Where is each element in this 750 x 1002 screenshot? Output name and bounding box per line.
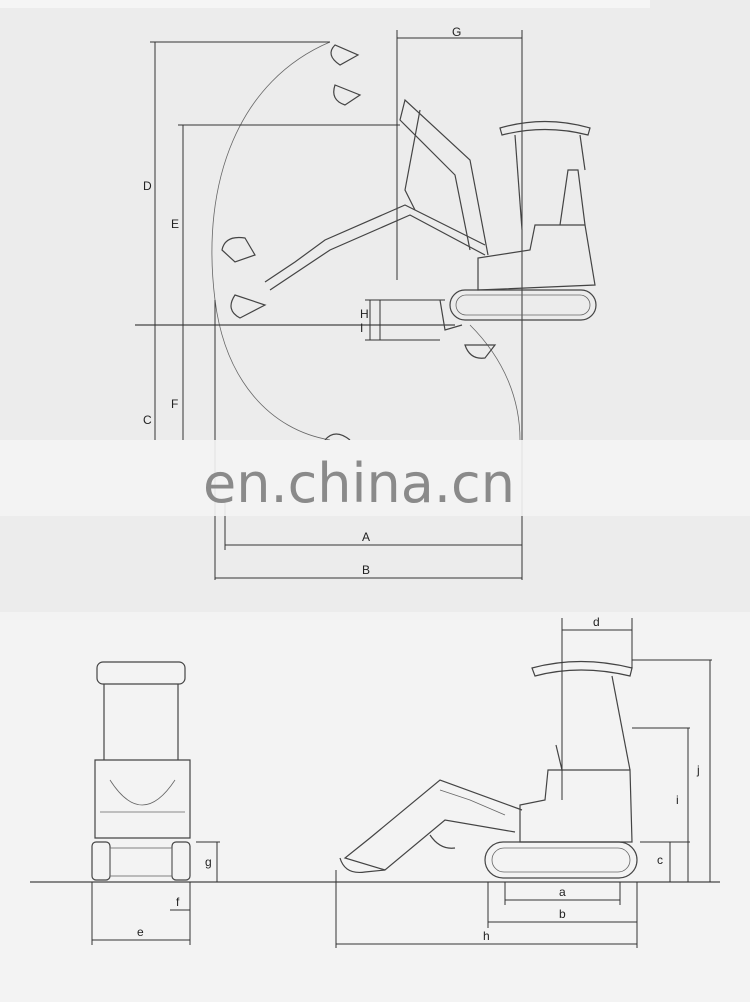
track-upper	[449, 289, 597, 321]
label-C: C	[143, 413, 152, 427]
upper-body	[477, 224, 596, 291]
label-A: A	[362, 530, 370, 544]
bucket-4	[464, 344, 497, 359]
label-j: j	[696, 763, 700, 777]
side-body	[519, 769, 633, 843]
front-body	[94, 759, 191, 839]
boom-high	[399, 98, 489, 256]
front-canopy	[96, 661, 186, 685]
label-d: d	[593, 615, 600, 629]
side-canopy	[531, 660, 633, 677]
label-E: E	[171, 217, 179, 231]
boom-low	[269, 214, 486, 291]
label-B: B	[362, 563, 370, 577]
label-h: h	[483, 929, 490, 943]
label-c: c	[657, 853, 663, 867]
label-e: e	[137, 925, 144, 939]
label-F: F	[171, 397, 178, 411]
lower-panel	[0, 612, 750, 1002]
label-G: G	[452, 25, 461, 39]
bucket-2	[221, 236, 256, 263]
bucket-1	[230, 294, 267, 319]
label-D: D	[143, 179, 152, 193]
side-boom	[343, 779, 523, 871]
watermark-text: en.china.cn	[203, 452, 515, 515]
canopy-roof	[499, 120, 591, 136]
bucket-3	[330, 44, 360, 66]
label-b: b	[559, 907, 566, 921]
label-H: H	[360, 307, 369, 321]
dig-arc	[469, 324, 521, 441]
label-f: f	[176, 895, 180, 909]
reach-arc	[211, 41, 331, 441]
watermark-band	[0, 440, 750, 516]
label-a: a	[559, 885, 566, 899]
front-view-drawing: e f g	[30, 661, 720, 945]
side-view-drawing: d j i c a b h	[335, 615, 712, 948]
label-I: I	[360, 321, 363, 335]
side-bucket	[339, 857, 386, 874]
label-i: i	[676, 793, 679, 807]
upper-panel	[0, 0, 750, 612]
label-g: g	[205, 855, 212, 869]
